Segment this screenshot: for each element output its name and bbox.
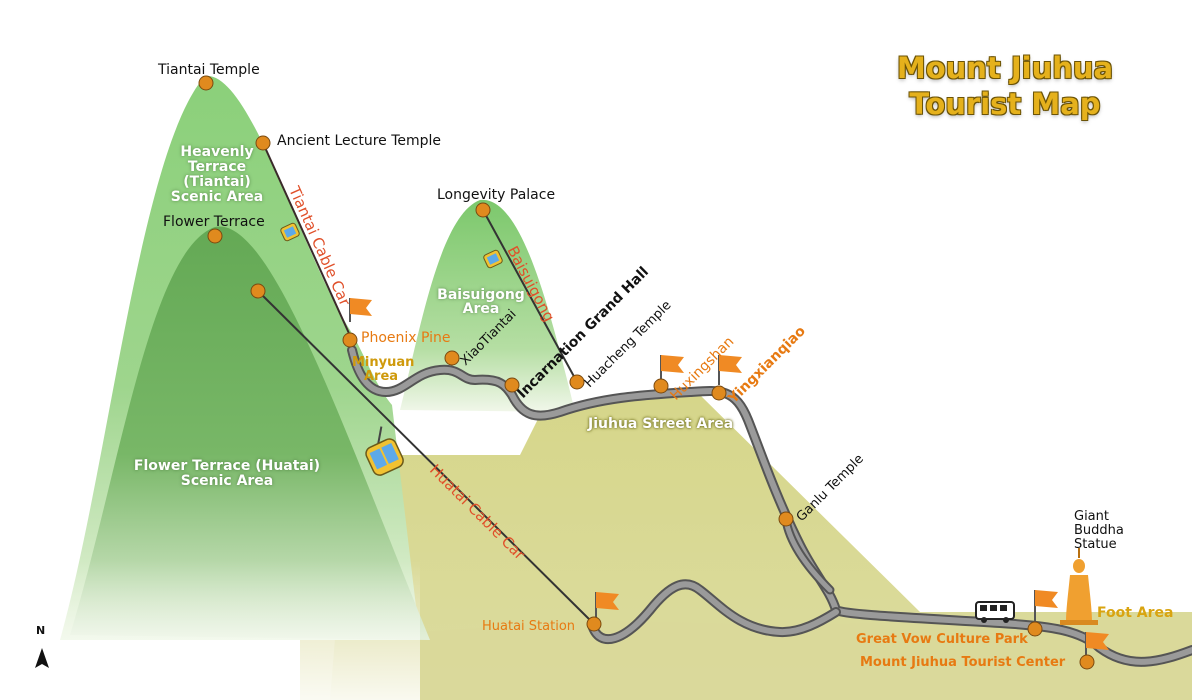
- jiuhua-street-area-label: Jiuhua Street Area: [588, 416, 734, 432]
- culture-park-dot: [1027, 621, 1043, 637]
- huatai-upper-dot: [250, 283, 266, 299]
- ground-fade: [0, 560, 420, 700]
- north-arrow-icon: [35, 648, 49, 668]
- huxingshan-flag-icon: [660, 355, 684, 382]
- foothill-plain-front: [300, 620, 1192, 700]
- huatai-cable-line: [257, 290, 595, 625]
- ganlu-temple-dot: [778, 511, 794, 527]
- foot-area-label: Foot Area: [1097, 605, 1174, 621]
- flower-terrace-area-label: Flower Terrace (Huatai) Scenic Area: [133, 458, 321, 489]
- baisuigong-area-label: Baisuigong Area: [437, 287, 525, 317]
- huatai-station-label: Huatai Station: [482, 619, 576, 634]
- tiantai-cable-line: [262, 142, 353, 341]
- heavenly-terrace-area-label: Heavenly Terrace (Tiantai) Scenic Area: [170, 144, 264, 205]
- tiantai-temple-dot: [198, 75, 214, 91]
- giant-buddha-statue-icon: [1060, 548, 1098, 625]
- longevity-palace-dot: [475, 202, 491, 218]
- map-title: Mount Jiuhua Tourist Map: [866, 50, 1144, 122]
- north-label: N: [36, 624, 46, 637]
- tiantai-cable-car-icon: [280, 222, 300, 242]
- giant-buddha-label-line3: Statue: [1074, 537, 1117, 552]
- tourist-center-dot: [1079, 654, 1095, 670]
- flower-terrace-dot: [207, 228, 223, 244]
- huacheng-temple-dot: [569, 374, 585, 390]
- map-title-line2: Tourist Map: [909, 87, 1101, 121]
- culture-park-flag-icon: [1034, 590, 1058, 622]
- huxingshan-dot: [653, 378, 669, 394]
- incarnation-hall-dot: [504, 377, 520, 393]
- tiantai-temple-label: Tiantai Temple: [158, 62, 260, 78]
- huatai-station-flag-icon: [595, 592, 619, 620]
- ancient-lecture-temple-dot: [255, 135, 271, 151]
- minyuan-area-label: Minyuan Area: [352, 355, 415, 384]
- flower-terrace-label: Flower Terrace: [163, 214, 265, 230]
- baisuigong-cable-car-icon: [483, 249, 503, 269]
- yingxianqiao-flag-icon: [718, 355, 742, 385]
- phoenix-pine-label: Phoenix Pine: [361, 330, 451, 346]
- great-vow-culture-park-label: Great Vow Culture Park: [856, 632, 1028, 647]
- phoenix-pine-dot: [342, 332, 358, 348]
- huatai-cable-car-icon: [365, 426, 404, 476]
- yingxianqiao-dot: [711, 385, 727, 401]
- station-dots: [198, 75, 1095, 670]
- tourist-center-label: Mount Jiuhua Tourist Center: [860, 655, 1066, 670]
- map-title-line1: Mount Jiuhua: [896, 51, 1114, 85]
- bus-icon: [975, 601, 1015, 623]
- huatai-mountain: [70, 226, 430, 640]
- phoenix-pine-flag-icon: [349, 298, 372, 322]
- huatai-station-dot: [586, 616, 602, 632]
- giant-buddha-label-line2: Buddha: [1074, 523, 1124, 538]
- baisuigong-cable-line: [482, 209, 578, 383]
- ancient-lecture-temple-label: Ancient Lecture Temple: [277, 133, 442, 149]
- giant-buddha-label-line1: Giant: [1074, 509, 1109, 524]
- longevity-palace-label: Longevity Palace: [437, 187, 556, 203]
- baisuigong-mountain: [400, 199, 575, 412]
- xiaotiantai-dot: [444, 350, 460, 366]
